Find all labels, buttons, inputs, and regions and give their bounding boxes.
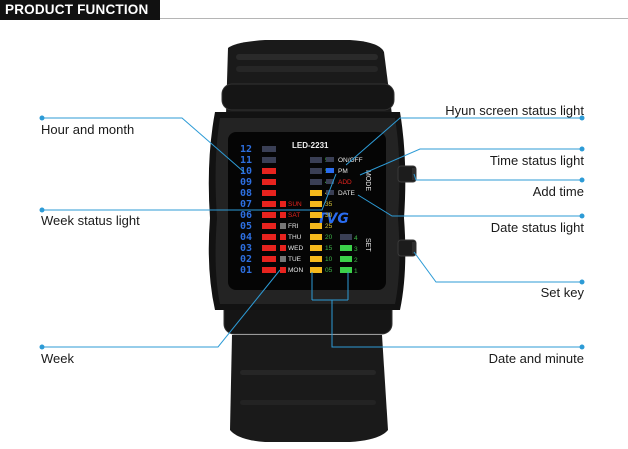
label-hour-month: Hour and month	[41, 122, 135, 137]
label-date-minute: Date and minute	[488, 351, 584, 366]
svg-text:4: 4	[354, 235, 358, 242]
minute-leds	[310, 157, 322, 273]
svg-text:10: 10	[240, 166, 252, 177]
svg-text:11: 11	[240, 155, 252, 166]
svg-text:SAT: SAT	[288, 212, 300, 219]
hour-digits: 12 11 10 09 08 07 06 05 04 03 02 01	[240, 144, 252, 276]
svg-text:ON/OFF: ON/OFF	[338, 157, 363, 164]
svg-text:12: 12	[240, 144, 252, 155]
label-time-status: Time status light	[489, 153, 584, 168]
svg-text:03: 03	[240, 243, 252, 254]
svg-text:02: 02	[240, 254, 252, 265]
svg-text:1: 1	[354, 268, 358, 275]
label-week: Week	[41, 351, 74, 366]
svg-text:FRI: FRI	[288, 223, 299, 230]
set-button[interactable]	[397, 239, 417, 257]
mode-label: MODE	[364, 170, 371, 191]
svg-text:WED: WED	[288, 245, 303, 252]
svg-text:05: 05	[240, 221, 252, 232]
svg-text:PM: PM	[338, 168, 348, 175]
svg-text:09: 09	[240, 177, 252, 188]
minute-digits: 55 50 45 40 35 30 25 20 15 10 05	[325, 157, 333, 274]
brand-logo: TVG	[317, 211, 349, 227]
date-leds: 4 3 2 1	[340, 234, 358, 275]
svg-text:08: 08	[240, 188, 252, 199]
svg-text:20: 20	[325, 234, 333, 241]
svg-text:05: 05	[325, 267, 333, 274]
leader-lines	[42, 117, 582, 348]
svg-text:MON: MON	[288, 267, 303, 274]
svg-text:06: 06	[240, 210, 252, 221]
model-text: LED-2231	[292, 141, 329, 150]
header-rule	[160, 18, 628, 19]
hour-leds	[262, 146, 276, 273]
svg-text:2: 2	[354, 257, 358, 264]
set-label: SET	[364, 238, 371, 252]
svg-text:04: 04	[240, 232, 252, 243]
label-add-time: Add time	[532, 184, 584, 199]
svg-text:35: 35	[325, 201, 333, 208]
svg-text:3: 3	[354, 246, 358, 253]
svg-text:10: 10	[325, 256, 333, 263]
svg-text:30: 30	[325, 212, 333, 219]
svg-text:THU: THU	[288, 234, 302, 241]
section-header: PRODUCT FUNCTION	[0, 0, 160, 20]
week-column: SUN SAT FRI THU WED TUE MON	[280, 201, 303, 274]
label-week-status: Week status light	[41, 213, 140, 228]
svg-text:DATE: DATE	[338, 190, 356, 197]
mode-button[interactable]	[397, 165, 417, 183]
svg-text:ADD: ADD	[338, 179, 352, 186]
svg-text:25: 25	[325, 223, 333, 230]
status-lights: ON/OFF PM ADD DATE	[326, 157, 363, 197]
leader-dots	[39, 115, 585, 350]
svg-text:SUN: SUN	[288, 201, 302, 208]
svg-text:07: 07	[240, 199, 252, 210]
label-date-status: Date status light	[490, 220, 584, 235]
label-hyun-screen: Hyun screen status light	[445, 103, 584, 118]
svg-text:15: 15	[325, 245, 333, 252]
svg-text:01: 01	[240, 265, 252, 276]
label-set-key: Set key	[540, 285, 584, 300]
svg-text:TUE: TUE	[288, 256, 302, 263]
